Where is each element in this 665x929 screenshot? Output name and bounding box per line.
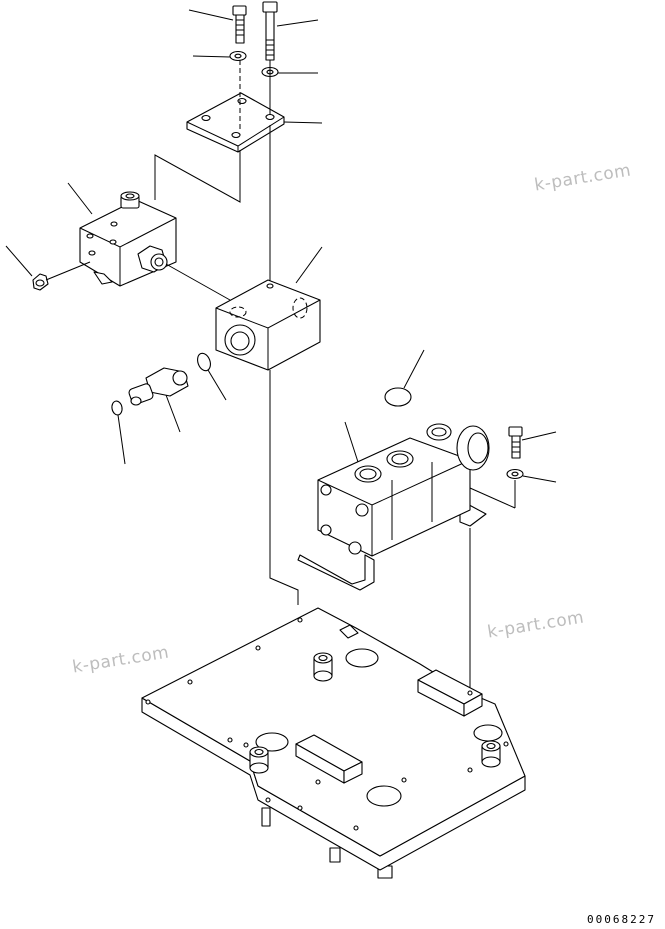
bolt-left-top	[188, 5, 247, 44]
center-block	[165, 246, 323, 371]
block-to-base-line	[269, 370, 299, 605]
cover-to-valve-line	[154, 150, 241, 203]
boss-top	[313, 652, 333, 682]
cover-plate	[186, 92, 323, 153]
washer-right-side	[469, 468, 557, 509]
bolt-right-side	[508, 426, 557, 459]
elbow-fitting	[128, 367, 189, 433]
drawing-number: 00068227	[587, 913, 656, 926]
plug	[5, 245, 91, 291]
washer-left	[192, 50, 247, 62]
boss-right	[481, 740, 501, 768]
solenoid-valve	[297, 421, 490, 591]
o-ring-solenoid	[384, 349, 425, 407]
mounting-bar-right	[417, 669, 483, 717]
mounting-bar-left	[295, 734, 363, 784]
left-valve-block	[67, 182, 177, 287]
boss-left	[249, 746, 269, 774]
bolt-right-top	[262, 1, 319, 61]
o-ring-large	[197, 352, 227, 401]
o-ring-small	[111, 400, 126, 465]
base-plate	[141, 607, 526, 879]
